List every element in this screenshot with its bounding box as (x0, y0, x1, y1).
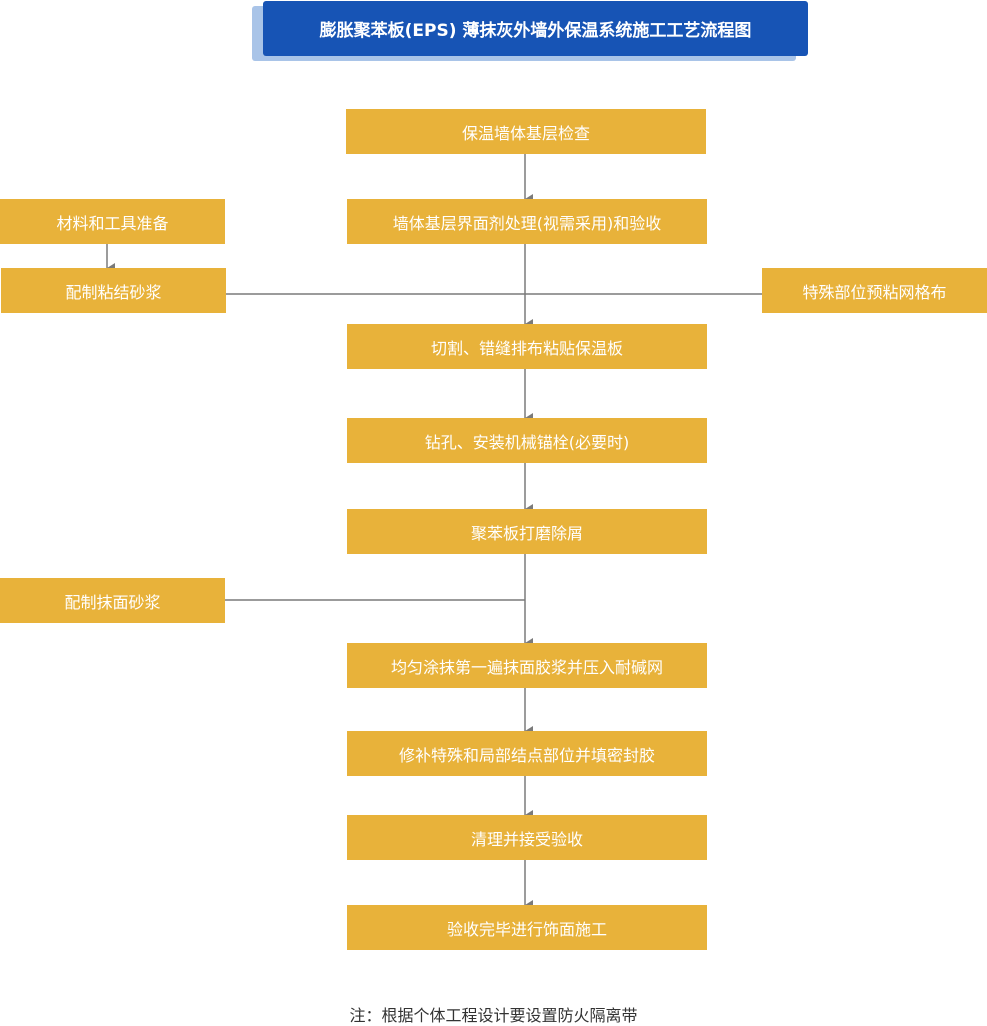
step-9: 验收完毕进行饰面施工 (347, 905, 707, 950)
step-8: 清理并接受验收 (347, 815, 707, 860)
step-4: 钻孔、安装机械锚栓(必要时) (347, 418, 707, 463)
side-materials: 材料和工具准备 (0, 199, 225, 244)
step-5: 聚苯板打磨除屑 (347, 509, 707, 554)
step-6: 均匀涂抹第一遍抹面胶浆并压入耐碱网 (347, 643, 707, 688)
side-bonding-mortar: 配制粘结砂浆 (1, 268, 226, 313)
step-1: 保温墙体基层检查 (346, 109, 706, 154)
footnote: 注：根据个体工程设计要设置防火隔离带 (349, 1006, 638, 1025)
step-7: 修补特殊和局部结点部位并填密封胶 (347, 731, 707, 776)
side-plaster-mortar: 配制抹面砂浆 (0, 578, 225, 623)
step-2: 墙体基层界面剂处理(视需采用)和验收 (347, 199, 707, 244)
diagram-title: 膨胀聚苯板(EPS) 薄抹灰外墙外保温系统施工工艺流程图 (263, 1, 808, 56)
side-mesh: 特殊部位预粘网格布 (762, 268, 987, 313)
step-3: 切割、错缝排布粘贴保温板 (347, 324, 707, 369)
